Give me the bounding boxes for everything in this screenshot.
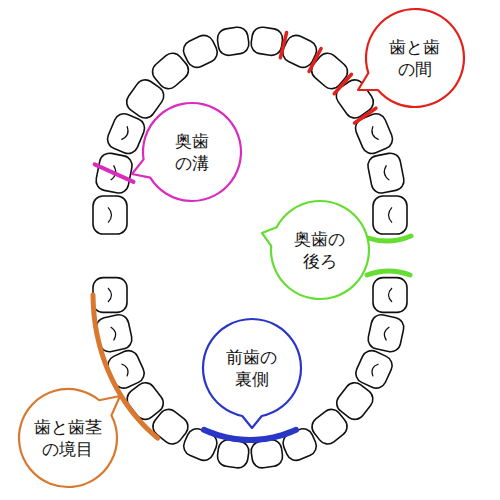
callout-bubble: 奥歯の 後ろ [271, 201, 369, 299]
bubble-outline [271, 201, 369, 299]
interdental-mark [355, 108, 376, 123]
tooth-outline [216, 439, 250, 470]
bubble-outline [19, 389, 117, 487]
tooth-groove [389, 207, 393, 222]
tooth-outline [373, 278, 407, 313]
tooth-outline [366, 151, 405, 194]
bubble-shape [203, 319, 301, 428]
tooth-outline [94, 151, 133, 194]
behind-molar-mark [368, 236, 411, 241]
brushing-marks [93, 32, 411, 439]
tooth-groove [111, 326, 117, 340]
tooth-outline [373, 196, 407, 234]
tooth [352, 111, 395, 157]
callout-bubble: 歯と歯茎 の境目 [19, 389, 117, 487]
tooth-groove [383, 165, 389, 180]
tooth [250, 26, 284, 57]
tooth [373, 196, 407, 234]
tooth-outline [216, 26, 250, 57]
interdental-mark [309, 49, 321, 72]
tooth-outline [250, 26, 284, 57]
callout-bubble: 歯と歯 の間 [366, 9, 464, 107]
tooth-outline [352, 111, 395, 157]
tooth-groove [121, 126, 130, 141]
tooth-groove [370, 363, 379, 377]
tooth [373, 278, 407, 313]
interdental-mark [334, 74, 351, 93]
bubble-shape [19, 389, 120, 487]
tooth-groove [121, 363, 130, 377]
tooth-outline [180, 32, 220, 71]
tooth [366, 151, 405, 194]
tooth [180, 32, 220, 71]
callout-text: 歯と歯 の間 [379, 36, 450, 80]
tooth-outline [93, 196, 127, 234]
tooth-groove [108, 288, 112, 302]
callout-text: 前歯の 裏側 [216, 346, 287, 390]
callout-text: 奥歯 の溝 [156, 130, 227, 174]
callout-bubble: 前歯の 裏側 [203, 319, 301, 417]
callout-text: 奥歯の 後ろ [284, 228, 355, 272]
tooth [93, 196, 127, 234]
interdental-mark [280, 32, 286, 57]
teeth [93, 26, 407, 469]
bubble-outline [203, 319, 301, 417]
lingual-mark [204, 430, 296, 440]
tooth-outline [353, 347, 396, 391]
tooth-groove [108, 207, 112, 222]
behind-molar-mark [367, 271, 410, 275]
tooth-groove [383, 326, 389, 340]
tooth-outline [250, 439, 284, 470]
tooth [353, 347, 396, 391]
tooth [366, 313, 405, 354]
bubble-shape [262, 201, 369, 299]
bubble-outline [143, 103, 241, 201]
tooth-groove [389, 288, 393, 302]
tooth [216, 439, 250, 470]
tooth [216, 26, 250, 57]
callout-bubble: 奥歯 の溝 [143, 103, 241, 201]
tooth-outline [366, 313, 405, 354]
tooth [250, 439, 284, 470]
bubble-shape [358, 9, 464, 107]
tooth [93, 278, 127, 313]
tooth-groove [370, 126, 379, 141]
callout-text: 歯と歯茎 の境目 [32, 416, 103, 460]
groove-mark [95, 164, 134, 182]
tooth [94, 151, 133, 194]
bubble-shape [132, 103, 241, 201]
tooth-outline [93, 278, 127, 313]
bubble-outline [366, 9, 464, 107]
